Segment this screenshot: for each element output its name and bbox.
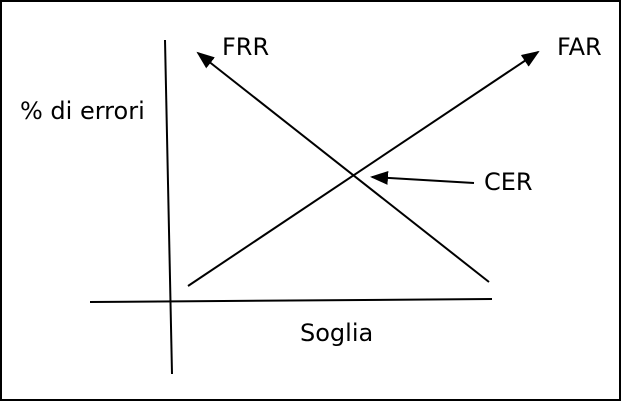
x-axis-line [89, 298, 493, 303]
x-axis-label: Soglia [300, 319, 374, 347]
far-curve [187, 50, 540, 287]
y-axis-label: % di errori [20, 97, 145, 125]
frr-curve [196, 51, 490, 283]
y-axis-line [164, 39, 173, 375]
far-label: FAR [557, 33, 602, 61]
cer-pointer-arrow [370, 170, 475, 185]
cer-label: CER [484, 168, 533, 196]
frr-label: FRR [222, 33, 270, 61]
